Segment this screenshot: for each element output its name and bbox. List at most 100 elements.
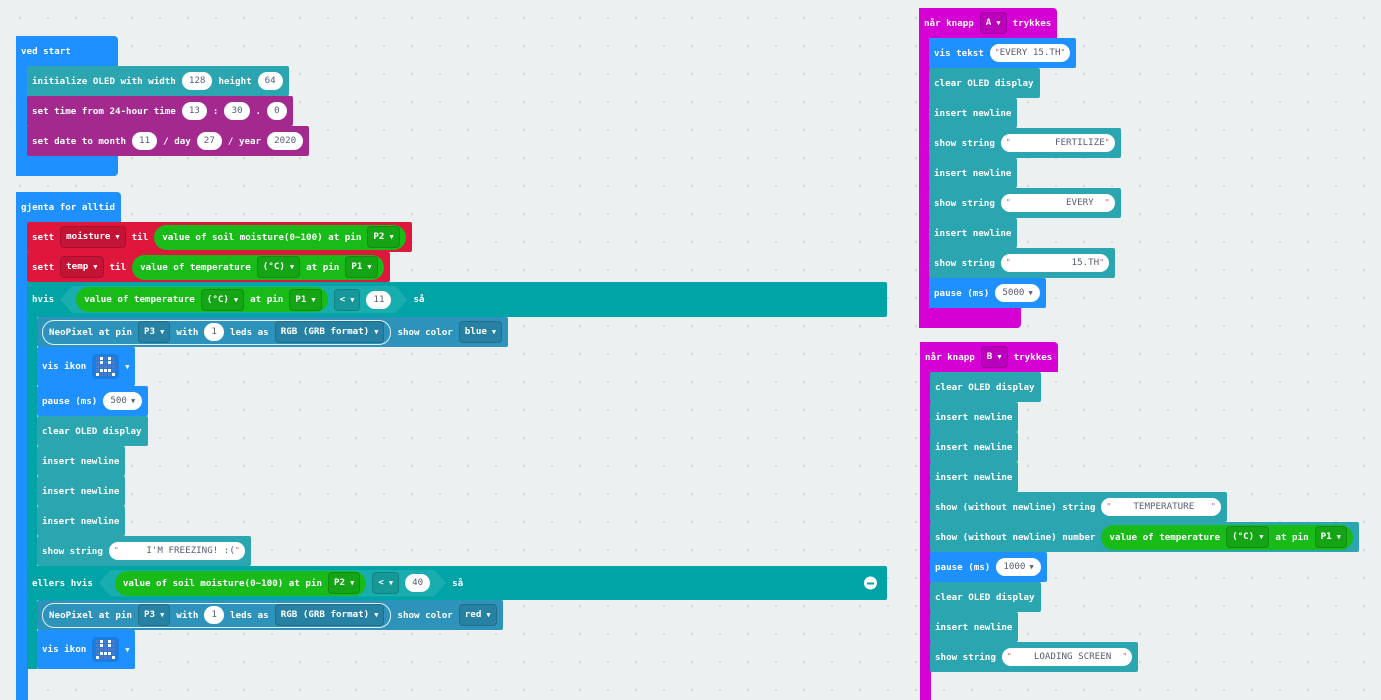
- number-input[interactable]: 64: [257, 72, 283, 90]
- number-input[interactable]: 1: [204, 606, 224, 624]
- statement-block[interactable]: insert newline: [929, 98, 1018, 128]
- statement-block[interactable]: insert newline: [930, 432, 1019, 462]
- dropdown-p2[interactable]: P2▼: [328, 572, 360, 594]
- chevron-down-icon[interactable]: ▼: [125, 645, 130, 654]
- statement-block[interactable]: show string" LOADING SCREEN ": [930, 642, 1139, 672]
- dropdown-c[interactable]: (°C)▼: [256, 256, 301, 278]
- dropdown-p1[interactable]: P1▼: [289, 289, 321, 311]
- dropdown-p3[interactable]: P3▼: [137, 604, 171, 626]
- number-input[interactable]: 2020: [267, 132, 304, 150]
- dropdown-a[interactable]: A▼: [979, 12, 1007, 34]
- chevron-down-icon: ▼: [350, 295, 355, 304]
- string-input[interactable]: " LOADING SCREEN ": [1001, 648, 1133, 666]
- dropdown-moisture[interactable]: moisture▼: [60, 226, 126, 248]
- dropdown-rgb-grb-format[interactable]: RGB (GRB format)▼: [274, 321, 385, 343]
- statement-block[interactable]: pause (ms)500▼: [37, 386, 149, 416]
- sad-face-icon[interactable]: [92, 637, 120, 662]
- statement-block[interactable]: insert newline: [929, 158, 1018, 188]
- statement-block[interactable]: insert newline: [37, 446, 126, 476]
- number-input[interactable]: 11: [132, 132, 158, 150]
- statement-block[interactable]: insert newline: [929, 218, 1018, 248]
- sad-face-icon[interactable]: [92, 354, 120, 379]
- dropdown-b[interactable]: B▼: [980, 346, 1008, 368]
- number-input[interactable]: 1: [204, 323, 224, 341]
- statement-block[interactable]: insert newline: [930, 402, 1019, 432]
- value-dropdown[interactable]: 5000▼: [995, 284, 1040, 302]
- statement-block[interactable]: show (without newline) string" TEMPERATU…: [930, 492, 1227, 522]
- dropdown-blue[interactable]: blue▼: [458, 321, 503, 343]
- statement-block[interactable]: show string" FERTILIZE": [929, 128, 1121, 158]
- dropdown-field[interactable]: <▼: [372, 572, 399, 594]
- statement-block[interactable]: clear OLED display: [930, 372, 1041, 402]
- statement-block[interactable]: insert newline: [37, 476, 126, 506]
- number-input[interactable]: 13: [181, 102, 207, 120]
- dropdown-p1[interactable]: P1▼: [345, 256, 378, 278]
- number-input[interactable]: 128: [181, 72, 213, 90]
- statement-block[interactable]: insert newline: [930, 612, 1019, 642]
- string-input[interactable]: " I'M FREEZING! :(": [108, 542, 245, 560]
- dropdown-temp[interactable]: temp▼: [60, 256, 104, 278]
- number-input[interactable]: 27: [196, 132, 222, 150]
- value-dropdown[interactable]: 1000▼: [996, 558, 1041, 576]
- forever-hat-block[interactable]: gjenta for alltid: [16, 192, 122, 222]
- dropdown-rgb-grb-format[interactable]: RGB (GRB format)▼: [274, 604, 385, 626]
- dropdown-value: P2: [373, 231, 385, 242]
- value-dropdown[interactable]: 500▼: [103, 392, 143, 410]
- statement-block[interactable]: clear OLED display: [37, 416, 148, 446]
- dropdown-field[interactable]: <▼: [334, 289, 361, 311]
- statement-block[interactable]: show string" 15.TH": [929, 248, 1116, 278]
- dropdown-p1[interactable]: P1▼: [1314, 526, 1347, 548]
- collapse-icon[interactable]: [864, 576, 877, 590]
- ved-start-hat-block[interactable]: ved start: [16, 36, 118, 66]
- statement-block[interactable]: pause (ms)1000▼: [930, 552, 1047, 582]
- block-label: clear OLED display: [935, 381, 1035, 393]
- statement-block[interactable]: show string" I'M FREEZING! :(": [37, 536, 251, 566]
- statement-block[interactable]: vis ikon▼: [37, 347, 136, 386]
- number-input[interactable]: 11: [366, 291, 391, 309]
- statement-block[interactable]: clear OLED display: [930, 582, 1041, 612]
- number-input[interactable]: 40: [405, 574, 430, 592]
- string-input[interactable]: " TEMPERATURE ": [1101, 498, 1221, 516]
- dropdown-p2[interactable]: P2▼: [367, 226, 400, 248]
- statement-block[interactable]: clear OLED display: [929, 68, 1040, 98]
- string-input[interactable]: " EVERY ": [1000, 194, 1115, 212]
- statement-block[interactable]: insert newline: [930, 462, 1019, 492]
- statement-block[interactable]: insert newline: [37, 506, 126, 536]
- dropdown-red[interactable]: red▼: [458, 604, 497, 626]
- string-input[interactable]: " 15.TH": [1000, 254, 1110, 272]
- string-input[interactable]: " FERTILIZE": [1000, 134, 1115, 152]
- statement-block[interactable]: pause (ms)5000▼: [929, 278, 1046, 308]
- statement-block[interactable]: vis tekst"EVERY 15.TH": [929, 38, 1077, 68]
- chevron-down-icon: ▼: [115, 233, 120, 241]
- string-input[interactable]: "EVERY 15.TH": [989, 44, 1071, 62]
- statement-block[interactable]: show string" EVERY ": [929, 188, 1121, 218]
- statement-block[interactable]: vis ikon▼: [37, 630, 136, 669]
- chevron-down-icon[interactable]: ▼: [125, 362, 130, 371]
- dropdown-c[interactable]: (°C)▼: [1226, 526, 1270, 548]
- number-input[interactable]: 0: [267, 102, 287, 120]
- dropdown-c[interactable]: (°C)▼: [201, 289, 244, 311]
- number-input[interactable]: 30: [224, 102, 250, 120]
- dropdown-p3[interactable]: P3▼: [137, 321, 171, 343]
